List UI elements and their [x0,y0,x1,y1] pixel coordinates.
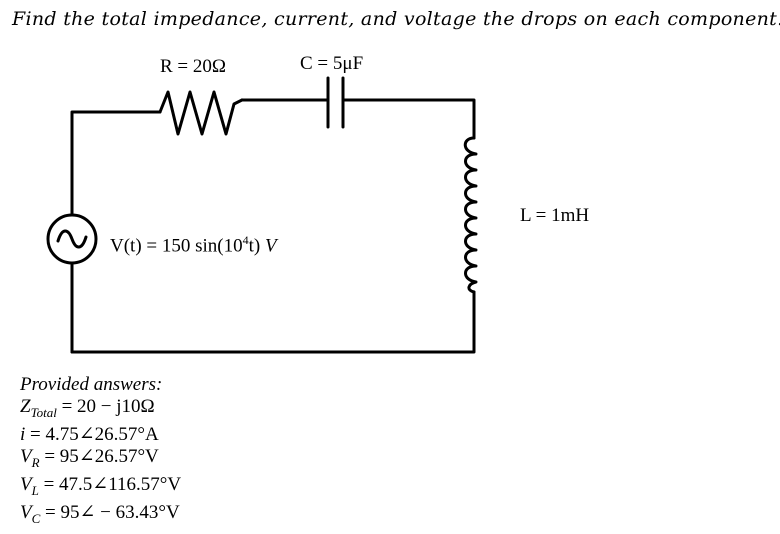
sine-wave-icon [56,229,88,249]
inductor-symbol [463,136,478,294]
answer-current: i = 4.75∠26.57°A [20,424,159,445]
problem-statement: Find the total impedance, current, and v… [12,8,780,30]
source-label-main: V(t) = 150 sin(10 [110,235,243,257]
source-label-exponent: 4 [242,233,249,247]
answer-voltage-capacitor: VC = 95∠ − 63.43°V [20,502,180,526]
inductor-label: L = 1mH [520,205,590,226]
provided-answers: Provided answers: ZTotal = 20 − j10Ω i =… [20,374,181,530]
answer-total-impedance: ZTotal = 20 − j10Ω [20,396,155,420]
answer-voltage-resistor: VR = 95∠26.57°V [20,446,159,470]
resistor-symbol [158,90,244,136]
answers-header: Provided answers: [20,374,163,395]
resistor-label: R = 20Ω [160,56,227,77]
source-label-unit: V [264,235,277,257]
wire-capacitor-inductor [341,98,476,140]
source-label: V(t) = 150 sin(104t) V [110,233,277,257]
wire-bottom [70,290,476,354]
source-label-tail: t) [248,235,265,257]
capacitor-label: C = 5μF [300,53,364,74]
ac-source-symbol [46,213,98,265]
wire-top-left [70,110,162,354]
answer-voltage-inductor: VL = 47.5∠116.57°V [20,474,182,498]
